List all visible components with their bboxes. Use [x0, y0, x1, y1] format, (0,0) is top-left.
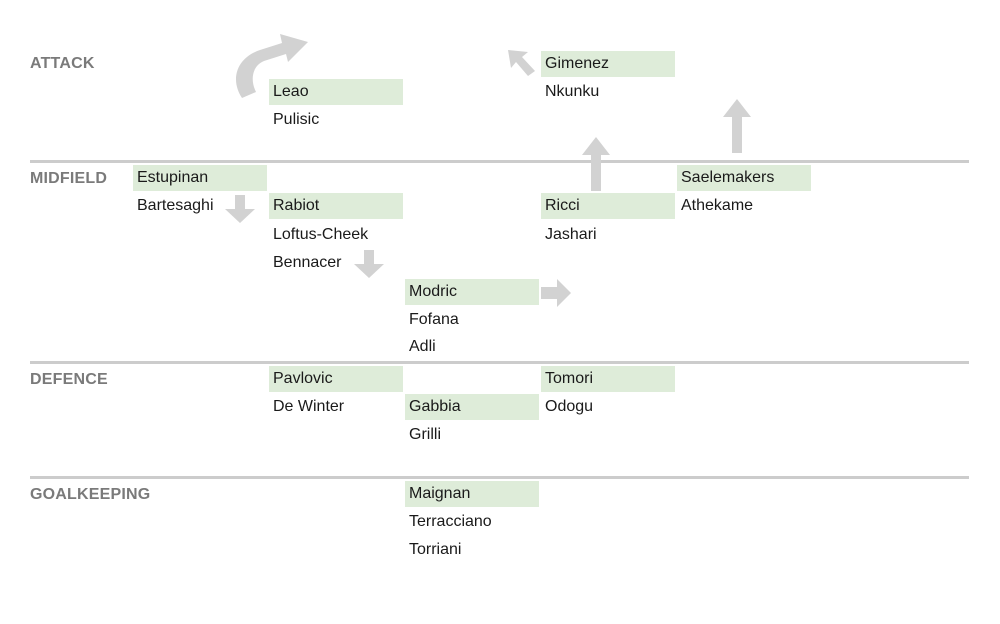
divider-defence-goalkeeping — [30, 476, 969, 479]
player-athekame: Athekame — [681, 197, 754, 214]
player-nkunku: Nkunku — [545, 83, 600, 100]
player-jashari: Jashari — [545, 226, 597, 243]
player-adli: Adli — [409, 338, 436, 355]
player-maignan: Maignan — [405, 481, 539, 507]
player-pulisic: Pulisic — [273, 111, 320, 128]
player-leao: Leao — [269, 79, 403, 105]
player-gimenez: Gimenez — [541, 51, 675, 77]
up-arrow-icon — [582, 137, 610, 191]
curved-arrow-icon — [236, 34, 308, 98]
player-estupinan: Estupinan — [133, 165, 267, 191]
section-label-goalkeeping: GOALKEEPING — [30, 486, 151, 503]
player-bennacer: Bennacer — [273, 254, 342, 271]
section-label-attack: ATTACK — [30, 55, 95, 72]
player-bartesaghi: Bartesaghi — [137, 197, 214, 214]
section-label-defence: DEFENCE — [30, 371, 108, 388]
player-pavlovic: Pavlovic — [269, 366, 403, 392]
down-arrow-icon — [354, 250, 384, 278]
player-modric: Modric — [405, 279, 539, 305]
player-grilli: Grilli — [409, 426, 441, 443]
player-saelemakers: Saelemakers — [677, 165, 811, 191]
divider-midfield-defence — [30, 361, 969, 364]
diagonal-arrow-icon — [508, 50, 535, 76]
up-arrow-icon — [723, 99, 751, 153]
player-gabbia: Gabbia — [405, 394, 539, 420]
section-label-midfield: MIDFIELD — [30, 170, 108, 187]
player-torriani: Torriani — [409, 541, 462, 558]
divider-attack-midfield — [30, 160, 969, 163]
player-rabiot: Rabiot — [269, 193, 403, 219]
player-tomori: Tomori — [541, 366, 675, 392]
player-ricci: Ricci — [541, 193, 675, 219]
player-de-winter: De Winter — [273, 398, 345, 415]
player-fofana: Fofana — [409, 311, 459, 328]
down-arrow-icon — [225, 195, 255, 223]
right-arrow-icon — [541, 279, 571, 307]
player-terracciano: Terracciano — [409, 513, 492, 530]
player-odogu: Odogu — [545, 398, 594, 415]
player-loftus-cheek: Loftus-Cheek — [273, 226, 369, 243]
